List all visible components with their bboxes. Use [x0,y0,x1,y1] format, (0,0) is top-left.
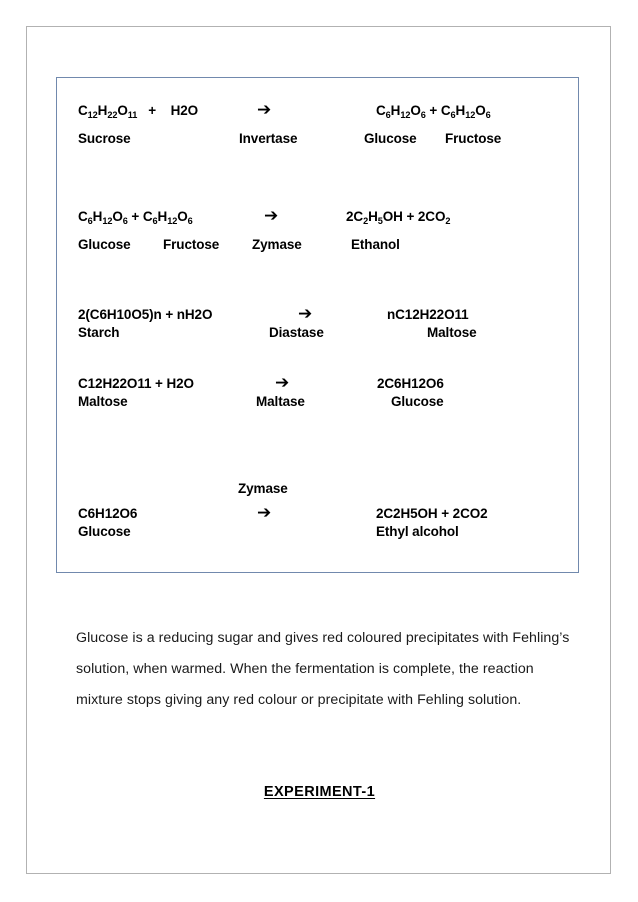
reaction-1-reactant-label: Sucrose [78,131,131,146]
reaction-1-product-label-left: Glucose [364,131,417,146]
reaction-2-product-formula: 2C2H5OH + 2CO2 [346,209,451,226]
reaction-4-reactant-label: Maltose [78,394,128,409]
reaction-1-arrow-icon: ➔ [257,100,272,120]
reaction-2-arrow-icon: ➔ [264,206,279,226]
reaction-5-product-label: Ethyl alcohol [376,524,459,539]
experiment-heading-text: EXPERIMENT-1 [263,784,376,800]
reaction-2-reactant-label-left: Glucose [78,237,131,252]
reaction-3-arrow-icon: ➔ [298,304,313,324]
reaction-5-arrow-icon: ➔ [257,503,272,523]
reaction-5-enzyme-above-arrow: Zymase [238,481,288,496]
reaction-2-reactant-label-right: Fructose [163,237,220,252]
reaction-equations-box: C12H22O11 + H2O ➔ C6H12O6 + C6H12O6 Sucr… [56,77,579,573]
reaction-1-enzyme-label: Invertase [239,131,298,146]
reaction-4-enzyme-label: Maltase [256,394,305,409]
reaction-3-reactant-label: Starch [78,325,120,340]
fehling-test-paragraph: Glucose is a reducing sugar and gives re… [76,630,570,708]
reaction-3-reactant-formula: 2(C6H10O5)n + nH2O [78,307,213,322]
reaction-3-enzyme-label: Diastase [269,325,324,340]
reaction-5-reactant-label: Glucose [78,524,131,539]
reaction-5-reactant-formula: C6H12O6 [78,506,138,521]
experiment-heading: EXPERIMENT-1 [27,784,612,800]
reaction-5-product-formula: 2C2H5OH + 2CO2 [376,506,488,521]
reaction-2-reactant-formula: C6H12O6 + C6H12O6 [78,209,193,226]
reaction-4-reactant-formula: C12H22O11 + H2O [78,376,194,391]
reaction-2-enzyme-label: Zymase [252,237,302,252]
reaction-1-reactant-formula: C12H22O11 + H2O [78,103,199,120]
reaction-4-product-formula: 2C6H12O6 [377,376,444,391]
reaction-2-product-label: Ethanol [351,237,400,252]
document-page: C12H22O11 + H2O ➔ C6H12O6 + C6H12O6 Sucr… [26,26,611,874]
reaction-3-product-label: Maltose [427,325,477,340]
reaction-1-product-formula: C6H12O6 + C6H12O6 [376,103,491,120]
reaction-4-product-label: Glucose [391,394,444,409]
reaction-1-product-label-right: Fructose [445,131,502,146]
reaction-3-product-formula: nC12H22O11 [387,307,469,322]
reaction-4-arrow-icon: ➔ [275,373,290,393]
